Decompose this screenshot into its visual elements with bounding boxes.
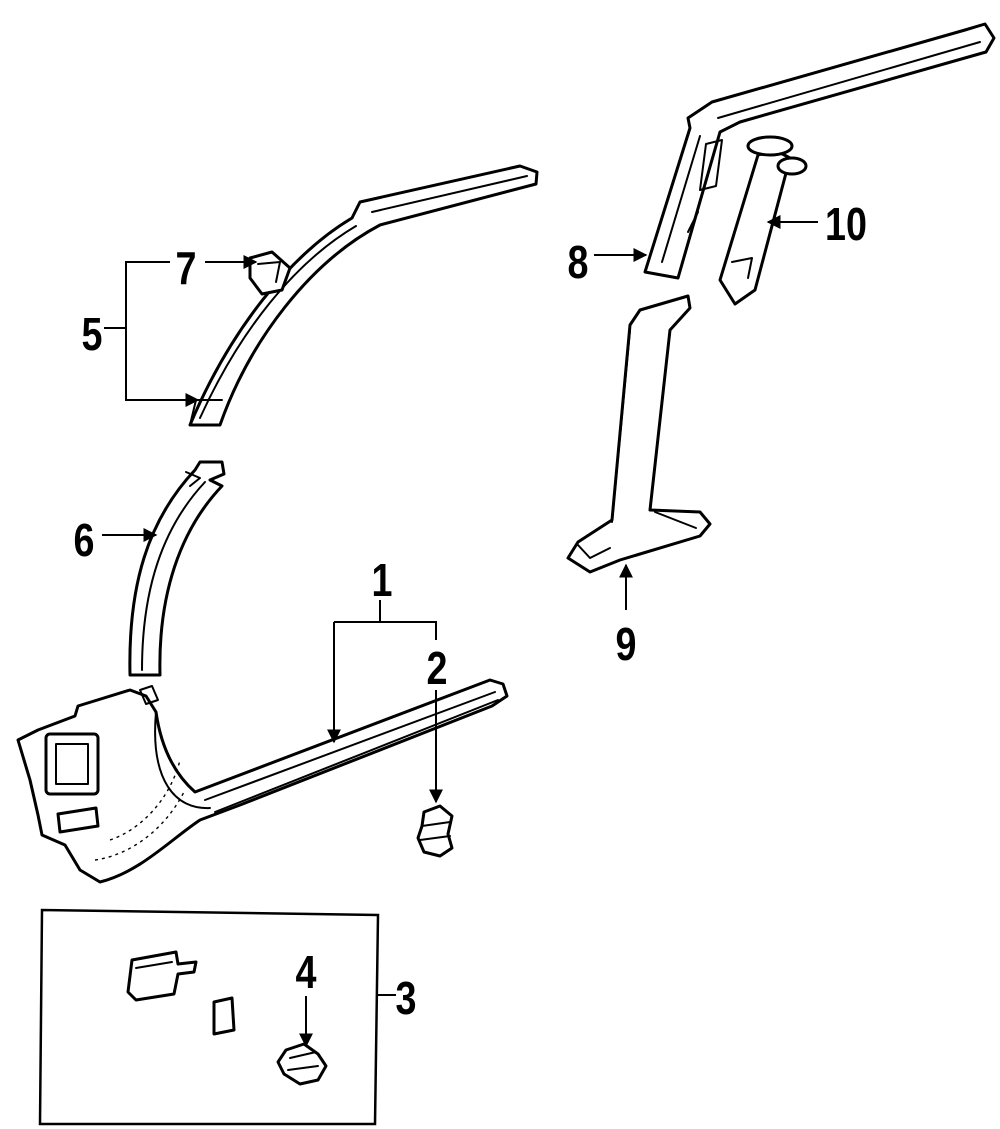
lower-center-pillar-garnish — [566, 294, 712, 574]
leader-5 — [125, 261, 200, 407]
callout-9: 9 — [616, 618, 637, 669]
front-pillar-trim — [128, 460, 226, 677]
callout-4: 4 — [296, 946, 318, 997]
leader-lines — [102, 215, 818, 1048]
callout-3: 3 — [396, 972, 417, 1023]
seat-belt-guide-cover — [718, 135, 808, 306]
leader-1-bar — [334, 621, 437, 640]
callout-1: 1 — [372, 554, 393, 605]
kit-fastener — [276, 1042, 328, 1086]
callout-2: 2 — [427, 642, 448, 693]
callout-6: 6 — [74, 514, 95, 565]
kit-pad — [212, 996, 236, 1036]
retainer-clip — [416, 804, 454, 858]
cowl-side-trim — [16, 678, 509, 884]
callout-labels: 1 2 3 4 5 6 7 8 9 10 — [74, 198, 867, 1023]
kit-bracket — [126, 950, 198, 1002]
callout-10: 10 — [825, 198, 867, 249]
upper-center-pillar-garnish — [643, 22, 996, 280]
callout-7: 7 — [176, 242, 197, 293]
kit-box — [38, 908, 380, 1126]
callout-5: 5 — [82, 308, 103, 359]
callout-8: 8 — [568, 236, 589, 287]
garnish-clip — [248, 250, 292, 296]
front-pillar-garnish — [188, 164, 539, 427]
